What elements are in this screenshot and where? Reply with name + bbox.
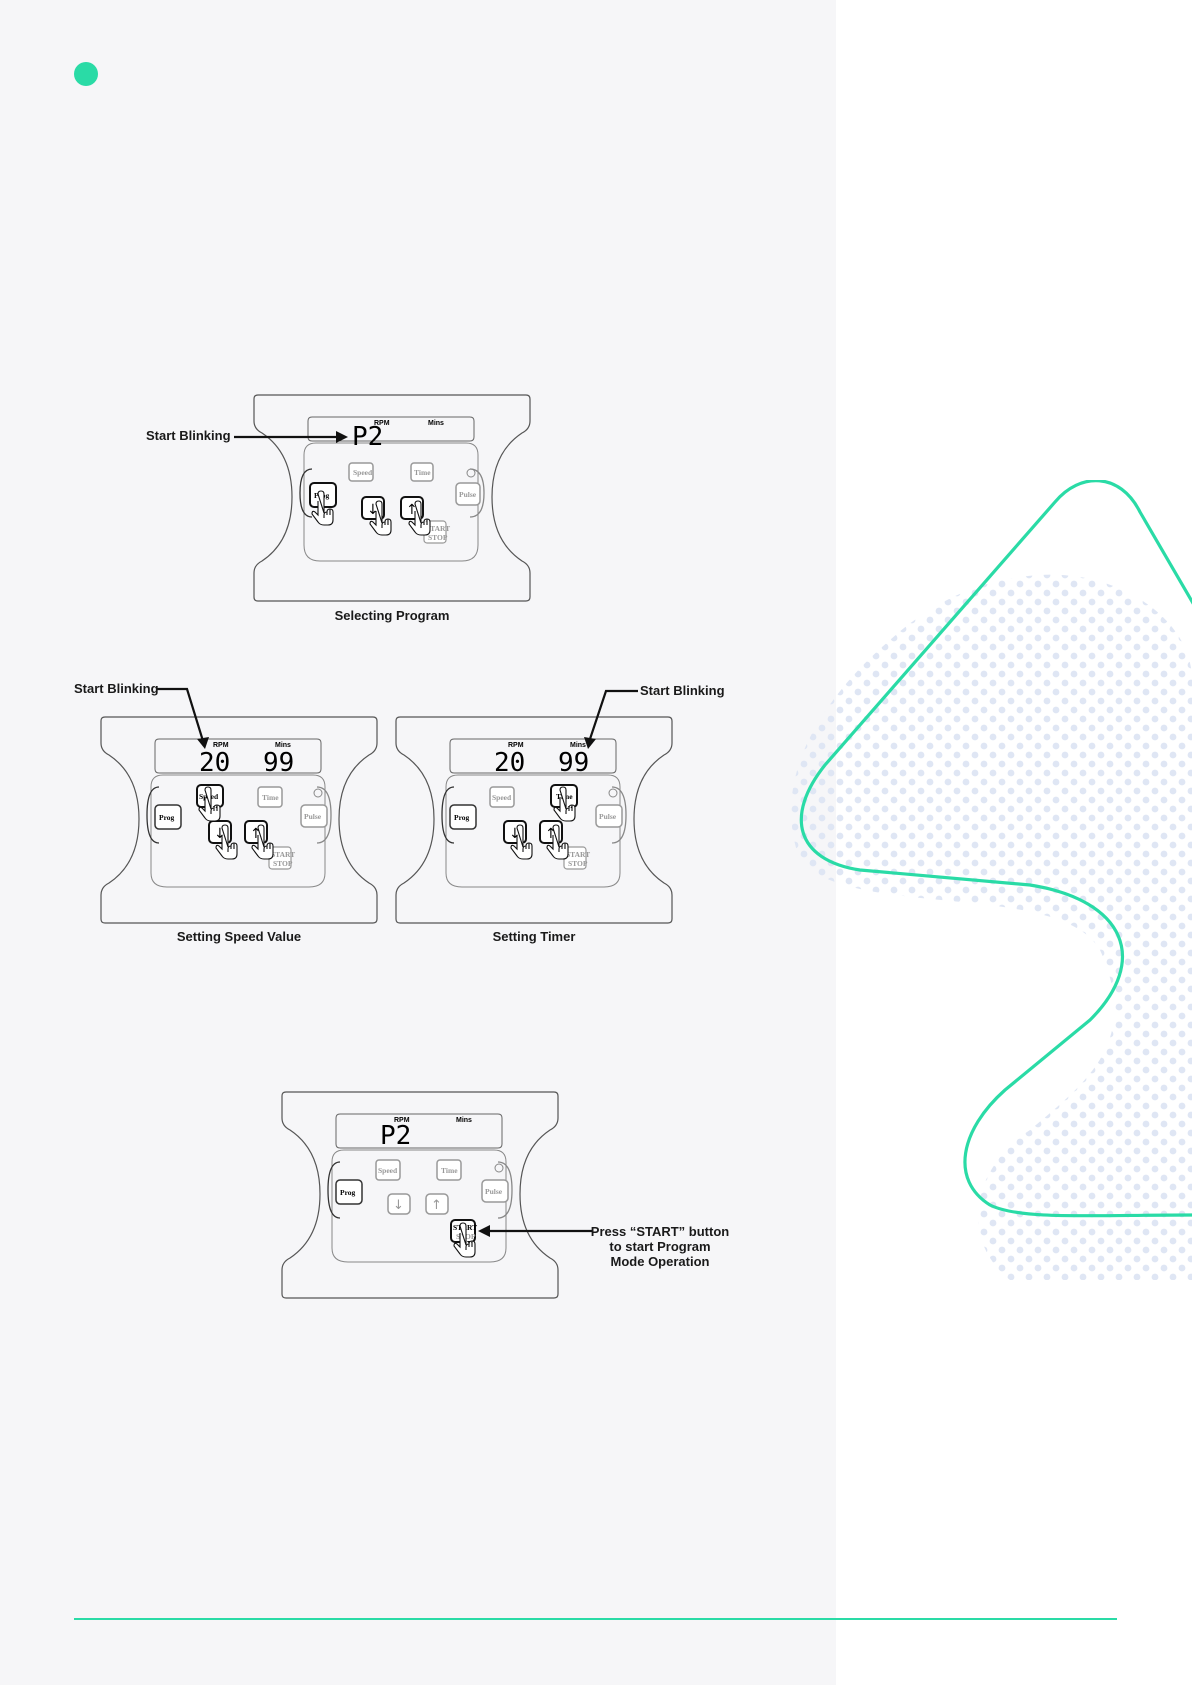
stop-label: STOP <box>273 859 293 868</box>
up-arrow-icon: ↑ <box>250 826 262 842</box>
footer-divider <box>74 1618 1117 1620</box>
pointing-hand-icon <box>198 786 221 822</box>
start-label: START <box>426 524 450 533</box>
caption-selecting-program: Selecting Program <box>334 608 450 623</box>
down-button <box>387 1193 411 1215</box>
display-left: P2 <box>380 1121 411 1151</box>
caption-setting-timer: Setting Timer <box>492 929 576 944</box>
control-panel-diagram: RPM Mins 20 99 Speed Time Prog Pulse ↓ ↑… <box>100 687 378 924</box>
pointing-hand-icon <box>408 500 431 536</box>
speed-button-label: Speed <box>353 468 373 477</box>
rpm-label: RPM <box>394 1117 410 1124</box>
start-label: START <box>271 850 295 859</box>
down-arrow-icon: ↓ <box>509 826 521 842</box>
rpm-label: RPM <box>508 742 524 749</box>
callout-program: Start Blinking <box>146 428 231 443</box>
display-left: 20 <box>199 748 230 778</box>
control-panel-diagram: RPM Mins 20 99 Speed Time Prog Pulse ↓ ↑… <box>395 689 673 924</box>
mins-label: Mins <box>570 742 586 749</box>
mins-label: Mins <box>456 1117 472 1124</box>
up-arrow-icon: ↑ <box>431 1198 442 1213</box>
figure-selecting-program: RPM Mins P2 Speed Time Prog Pulse ↓ ↑ ST… <box>234 393 532 603</box>
up-arrow-icon: ↑ <box>545 826 557 842</box>
pointing-hand-icon <box>546 824 569 860</box>
stop-label: STOP <box>428 533 448 542</box>
time-button-label: Time <box>414 468 431 477</box>
display-right: 99 <box>558 748 589 778</box>
start-label: START <box>566 850 590 859</box>
callout-line-3: Mode Operation <box>610 1254 710 1269</box>
callout-line-1: Press “START” button <box>590 1224 730 1239</box>
speed-button-label: Speed <box>492 793 512 802</box>
time-button-label: Time <box>262 793 279 802</box>
pulse-button-label: Pulse <box>485 1187 503 1196</box>
down-arrow-icon: ↓ <box>393 1198 404 1213</box>
pointing-hand-icon <box>311 490 334 526</box>
callout-speed: Start Blinking <box>74 681 159 696</box>
pulse-button-label: Pulse <box>304 812 322 821</box>
pointing-hand-icon <box>553 786 576 822</box>
stop-label: STOP <box>568 859 588 868</box>
pointing-hand-icon <box>369 500 392 536</box>
display-left: P2 <box>352 422 383 452</box>
down-arrow-icon: ↓ <box>367 502 379 518</box>
pulse-button-label: Pulse <box>599 812 617 821</box>
decorative-triangle-graphic <box>791 480 1192 1280</box>
caption-setting-speed: Setting Speed Value <box>176 929 302 944</box>
up-arrow-icon: ↑ <box>406 502 418 518</box>
section-bullet <box>74 62 98 86</box>
prog-button-label: Prog <box>340 1188 356 1197</box>
pointing-hand-icon <box>251 824 274 860</box>
control-panel-diagram: RPM Mins P2 Speed Time Prog Pulse ↓ ↑ ST… <box>281 1091 592 1299</box>
display-right: 99 <box>263 748 294 778</box>
figure-setting-timer: RPM Mins 20 99 Speed Time Prog Pulse ↓ ↑… <box>394 689 674 925</box>
callout-press-start: Press “START” button to start Program Mo… <box>565 1224 755 1269</box>
figure-setting-speed: RPM Mins 20 99 Speed Time Prog Pulse ↓ ↑… <box>99 687 379 925</box>
up-button <box>425 1193 449 1215</box>
pointing-hand-icon <box>215 824 238 860</box>
mins-label: Mins <box>275 742 291 749</box>
callout-line-2: to start Program <box>609 1239 711 1254</box>
speed-button-label: Speed <box>378 1166 398 1175</box>
down-arrow-icon: ↓ <box>214 826 226 842</box>
mins-label: Mins <box>428 420 444 427</box>
prog-button-label: Prog <box>454 813 470 822</box>
callout-timer: Start Blinking <box>640 683 725 698</box>
pointing-hand-icon <box>453 1222 476 1258</box>
time-button-label: Time <box>441 1166 458 1175</box>
control-panel-diagram: RPM Mins P2 Speed Time Prog Pulse ↓ ↑ ST… <box>234 394 531 602</box>
pulse-button-label: Pulse <box>459 490 477 499</box>
rpm-label: RPM <box>213 742 229 749</box>
pointing-hand-icon <box>510 824 533 860</box>
display-left: 20 <box>494 748 525 778</box>
prog-button-label: Prog <box>159 813 175 822</box>
figure-press-start: RPM Mins P2 Speed Time Prog Pulse ↓ ↑ ST… <box>280 1090 592 1300</box>
rpm-label: RPM <box>374 420 390 427</box>
